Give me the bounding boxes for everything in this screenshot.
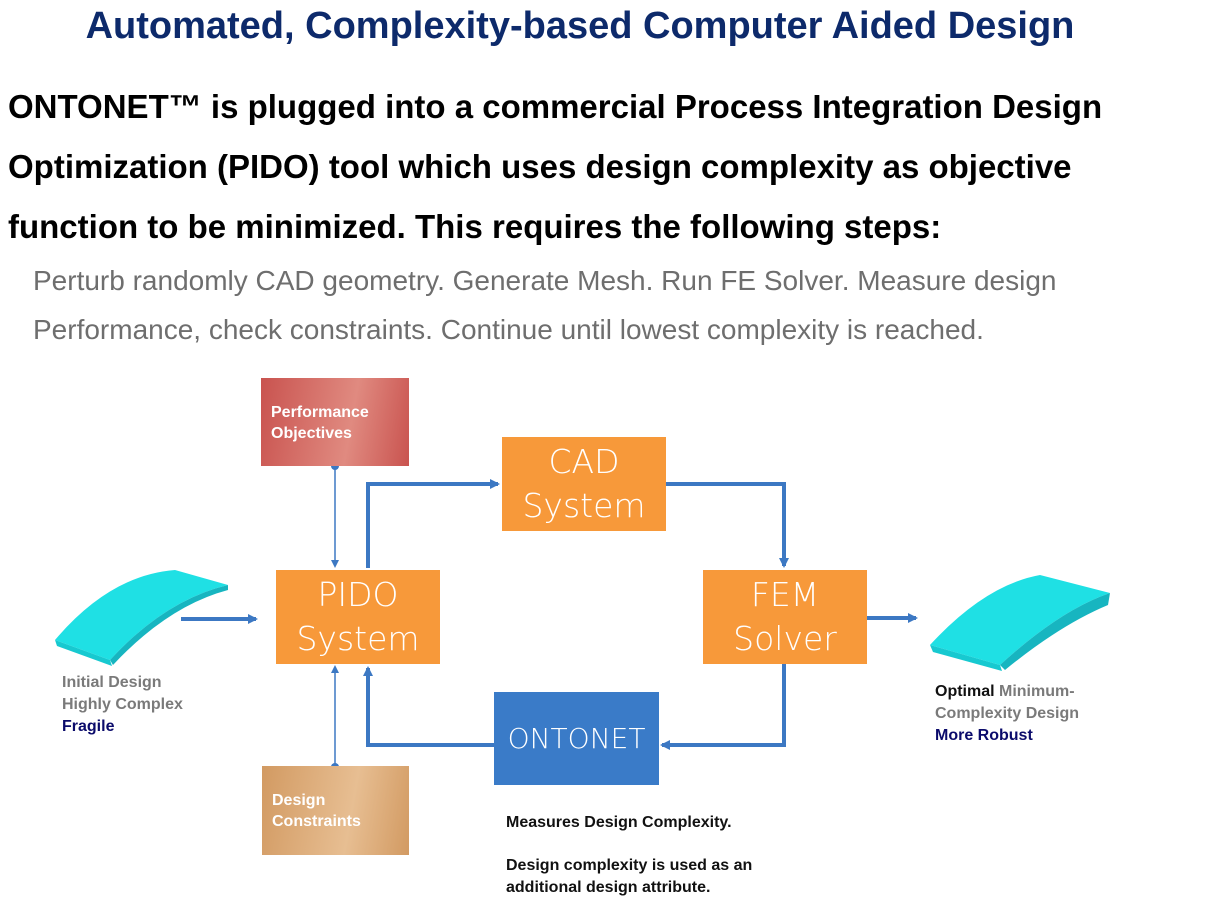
box-label: CAD [548, 442, 620, 481]
fem-solver-box: FEM Solver [703, 570, 867, 664]
box-label: Solver [733, 619, 837, 658]
pido-system-box: PIDO System [276, 570, 440, 664]
caption-line: Highly Complex [62, 696, 183, 713]
pido-to-cad-arrow [366, 479, 500, 568]
box-label: FEM [750, 575, 820, 614]
steps-line: Performance, check constraints. Continue… [33, 314, 984, 345]
intro-line: function to be minimized. This requires … [8, 208, 942, 245]
intro-line: ONTONET™ is plugged into a commercial Pr… [8, 88, 1103, 125]
description-line: additional design attribute. [506, 879, 711, 896]
slide-title: Automated, Complexity-based Computer Aid… [85, 5, 1075, 47]
ontonet-box: ONTONET [494, 692, 659, 785]
initial-design-beam-icon [55, 570, 228, 666]
caption-line: Fragile [62, 718, 115, 735]
cad-to-fem-arrow [666, 482, 789, 568]
note-text: Performance [271, 404, 369, 421]
box-label: System [522, 486, 646, 525]
ontonet-to-pido-arrow [363, 666, 494, 747]
initial-design-caption: Initial Design Highly Complex Fragile [62, 672, 183, 738]
note-text: Design [272, 792, 326, 809]
ontonet-description: Measures Design Complexity. Design compl… [506, 812, 752, 899]
performance-objectives-note: Performance Objectives [261, 378, 409, 466]
optimal-design-beam-icon [930, 575, 1110, 671]
box-label: PIDO [317, 575, 399, 614]
design-constraints-note: Design Constraints [262, 766, 409, 855]
fem-to-ontonet-arrow [660, 664, 786, 750]
description-line: Design complexity is used as an [506, 857, 753, 874]
cad-system-box: CAD System [502, 437, 666, 531]
steps-line: Perturb randomly CAD geometry. Generate … [33, 265, 1057, 296]
description-line: Measures Design Complexity. [506, 814, 732, 831]
optimal-design-caption: Optimal Minimum- Complexity Design More … [935, 681, 1079, 747]
note-text: Objectives [271, 425, 352, 442]
note-text: Constraints [272, 813, 361, 830]
caption-word: Optimal [935, 683, 995, 700]
box-label: ONTONET [507, 721, 646, 755]
caption-line: Initial Design [62, 674, 162, 691]
intro-line: Optimization (PIDO) tool which uses desi… [8, 148, 1072, 185]
box-label: System [296, 619, 420, 658]
caption-line: More Robust [935, 727, 1033, 744]
caption-word: Minimum- [994, 683, 1075, 700]
caption-line: Complexity Design [935, 705, 1080, 722]
